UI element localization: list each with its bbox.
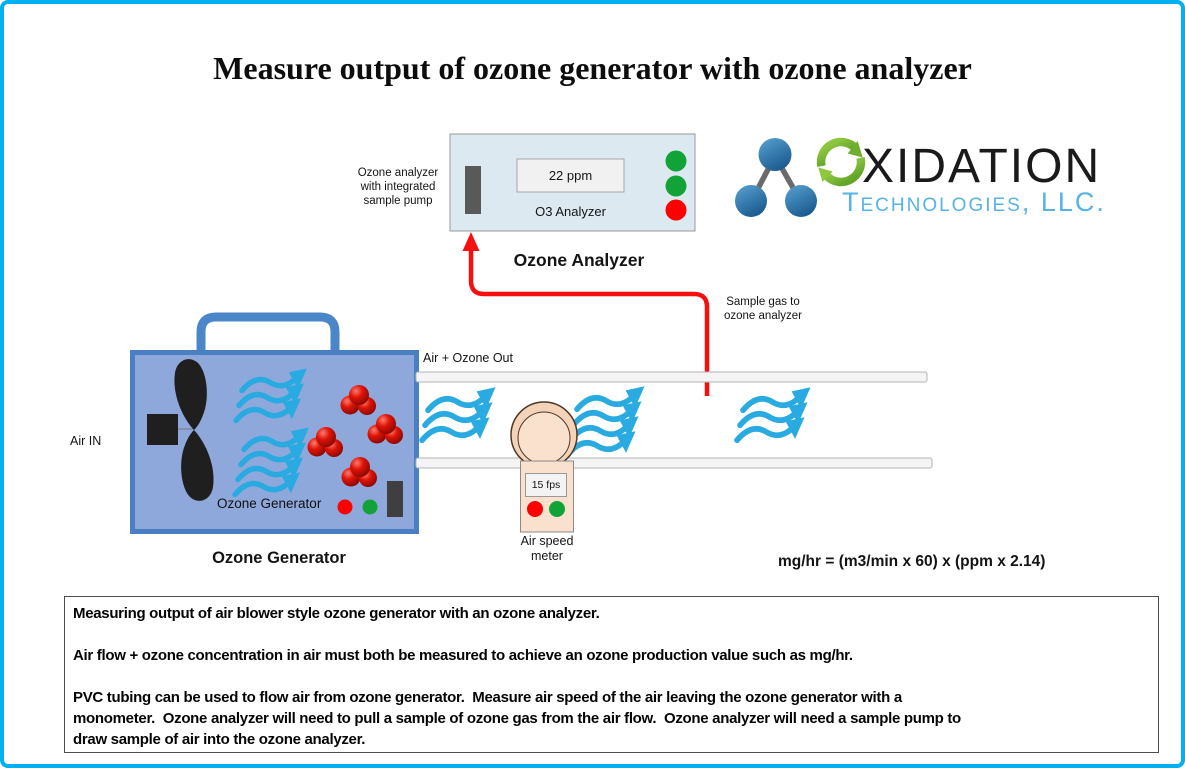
brand-subtitle: Technologies, LLC. bbox=[842, 187, 1106, 217]
generator-inner-label: Ozone Generator bbox=[217, 496, 322, 511]
meter-display-value: 15 fps bbox=[531, 479, 561, 491]
analyzer-side-label: Ozone analyzer with integrated sample pu… bbox=[357, 167, 439, 207]
fan-motor bbox=[147, 414, 178, 445]
carry-handle bbox=[196, 312, 340, 357]
generator-caption: Ozone Generator bbox=[212, 549, 346, 567]
air-speed-meter-device bbox=[510, 401, 578, 533]
notes-box: Measuring output of air blower style ozo… bbox=[64, 596, 1159, 753]
pipe-flow-arrows bbox=[422, 386, 811, 454]
sample-pump-inlet bbox=[465, 166, 481, 214]
formula-text: mg/hr = (m3/min x 60) x (ppm x 2.14) bbox=[778, 553, 1046, 570]
analyzer-caption: Ozone Analyzer bbox=[513, 250, 645, 270]
brand-wordmark: XIDATION bbox=[862, 140, 1102, 193]
recycle-o-icon bbox=[816, 137, 866, 187]
analyzer-display-value: 22 ppm bbox=[548, 168, 593, 183]
air-out-label: Air + Ozone Out bbox=[423, 351, 513, 365]
ozone-generator-device bbox=[130, 312, 419, 534]
generator-led-red bbox=[337, 499, 353, 515]
fan-icon bbox=[174, 359, 214, 501]
notes-paragraph-3: PVC tubing can be used to flow air from … bbox=[73, 689, 961, 748]
meter-display bbox=[525, 473, 567, 497]
analyzer-device-label: O3 Analyzer bbox=[535, 204, 606, 219]
air-in-label: Air IN bbox=[70, 434, 102, 448]
analyzer-display bbox=[516, 158, 625, 193]
diagram-shapes bbox=[130, 133, 933, 534]
analyzer-led-red bbox=[665, 199, 687, 221]
notes-paragraph-1: Measuring output of air blower style ozo… bbox=[73, 605, 600, 622]
page-title: Measure output of ozone generator with o… bbox=[213, 50, 972, 86]
generator-switch bbox=[387, 481, 403, 517]
analyzer-led-green-1 bbox=[665, 150, 687, 172]
ozone-molecule-icon bbox=[735, 138, 817, 217]
generator-led-green bbox=[362, 499, 378, 515]
meter-led-red bbox=[527, 501, 543, 517]
notes-paragraph-2: Air flow + ozone concentration in air mu… bbox=[73, 647, 853, 664]
sample-gas-line bbox=[462, 232, 710, 396]
meter-led-green bbox=[549, 501, 565, 517]
meter-caption: Air speed meter bbox=[520, 534, 574, 563]
brand-logo bbox=[735, 137, 866, 217]
sample-line-label: Sample gas to ozone analyzer bbox=[724, 296, 802, 322]
ozone-analyzer-device bbox=[449, 133, 696, 232]
analyzer-led-green-2 bbox=[665, 175, 687, 197]
pvc-pipe bbox=[415, 371, 933, 469]
